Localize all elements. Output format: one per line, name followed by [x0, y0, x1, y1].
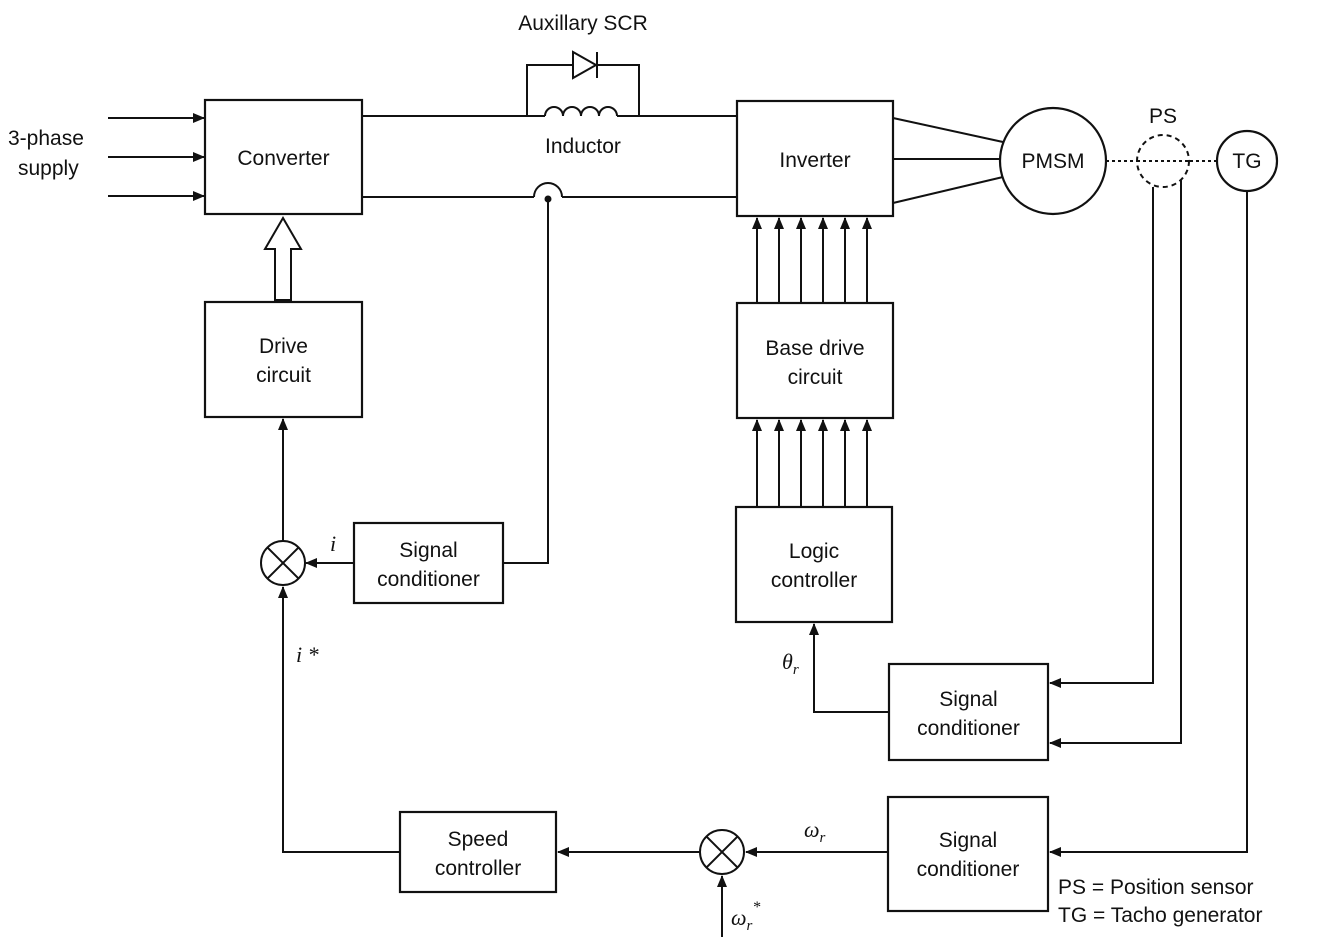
dc-link-crossover [533, 182, 563, 198]
current-signal-conditioner-line2: conditioner [377, 568, 480, 591]
converter-gate-arrow [263, 216, 303, 301]
speed-junction-cross-b [705, 835, 739, 869]
tacho-generator-label: TG [1232, 150, 1261, 173]
current-sense-wire [492, 199, 549, 568]
base-drive-label-line1: Base drive [765, 337, 864, 360]
current-reference-wire [278, 586, 400, 853]
position-signal-conditioner-line2: conditioner [917, 717, 1020, 740]
current-reference-label: i * [296, 642, 319, 667]
rotor-position-label: θr [782, 649, 799, 678]
speed-controller-line2: controller [435, 857, 521, 880]
speed-controller-block [398, 810, 558, 894]
logic-controller-block [734, 505, 894, 624]
inductor-icon [544, 106, 618, 117]
base-drive-label-line2: circuit [788, 366, 843, 389]
current-signal-conditioner-block [352, 521, 505, 605]
speed-controller-line1: Speed [448, 828, 509, 851]
inverter-phase-c [892, 176, 1004, 204]
current-signal-conditioner-line1: Signal [399, 539, 457, 562]
pmsm-label: PMSM [1022, 150, 1085, 173]
drive-circuit-label-line2: circuit [256, 364, 311, 387]
logic-controller-label-line1: Logic [789, 540, 839, 563]
legend-tg: TG = Tacho generator [1058, 904, 1262, 927]
tacho-wire [1049, 191, 1248, 857]
logic-controller-label-line2: controller [771, 569, 857, 592]
base-drive-block [735, 301, 895, 420]
speed-reference-label: ωr* [731, 899, 760, 934]
scr-icon [572, 50, 599, 80]
position-sensor-wire-1 [1049, 187, 1154, 688]
auxiliary-scr-label: Auxillary SCR [518, 12, 648, 35]
speed-signal-conditioner-line1: Signal [939, 829, 997, 852]
converter-block [203, 98, 364, 216]
position-signal-conditioner-line1: Signal [939, 688, 997, 711]
logic-to-base-drive-arrows [752, 419, 872, 507]
position-sensor-label: PS [1149, 105, 1177, 128]
rotor-position-wire [809, 623, 889, 713]
supply-label-line1: 3-phase [8, 127, 84, 150]
supply-label-line2: supply [18, 157, 79, 180]
current-junction-cross-b [266, 546, 300, 580]
drive-circuit-label-line1: Drive [259, 335, 308, 358]
position-sensor-wire-2 [1049, 180, 1182, 748]
inductor-label: Inductor [545, 135, 621, 158]
legend-ps: PS = Position sensor [1058, 876, 1254, 899]
inverter-label: Inverter [779, 149, 850, 172]
converter-label: Converter [237, 147, 329, 170]
inverter-phase-a [892, 117, 1004, 143]
base-drive-to-inverter-arrows [752, 217, 872, 303]
speed-signal-conditioner-line2: conditioner [917, 858, 1020, 881]
position-signal-conditioner-block [887, 662, 1050, 762]
current-feedback-label: i [330, 531, 336, 556]
speed-signal-conditioner-block [886, 795, 1050, 913]
drive-circuit-block [203, 300, 364, 419]
speed-feedback-label: ωr [804, 817, 826, 846]
